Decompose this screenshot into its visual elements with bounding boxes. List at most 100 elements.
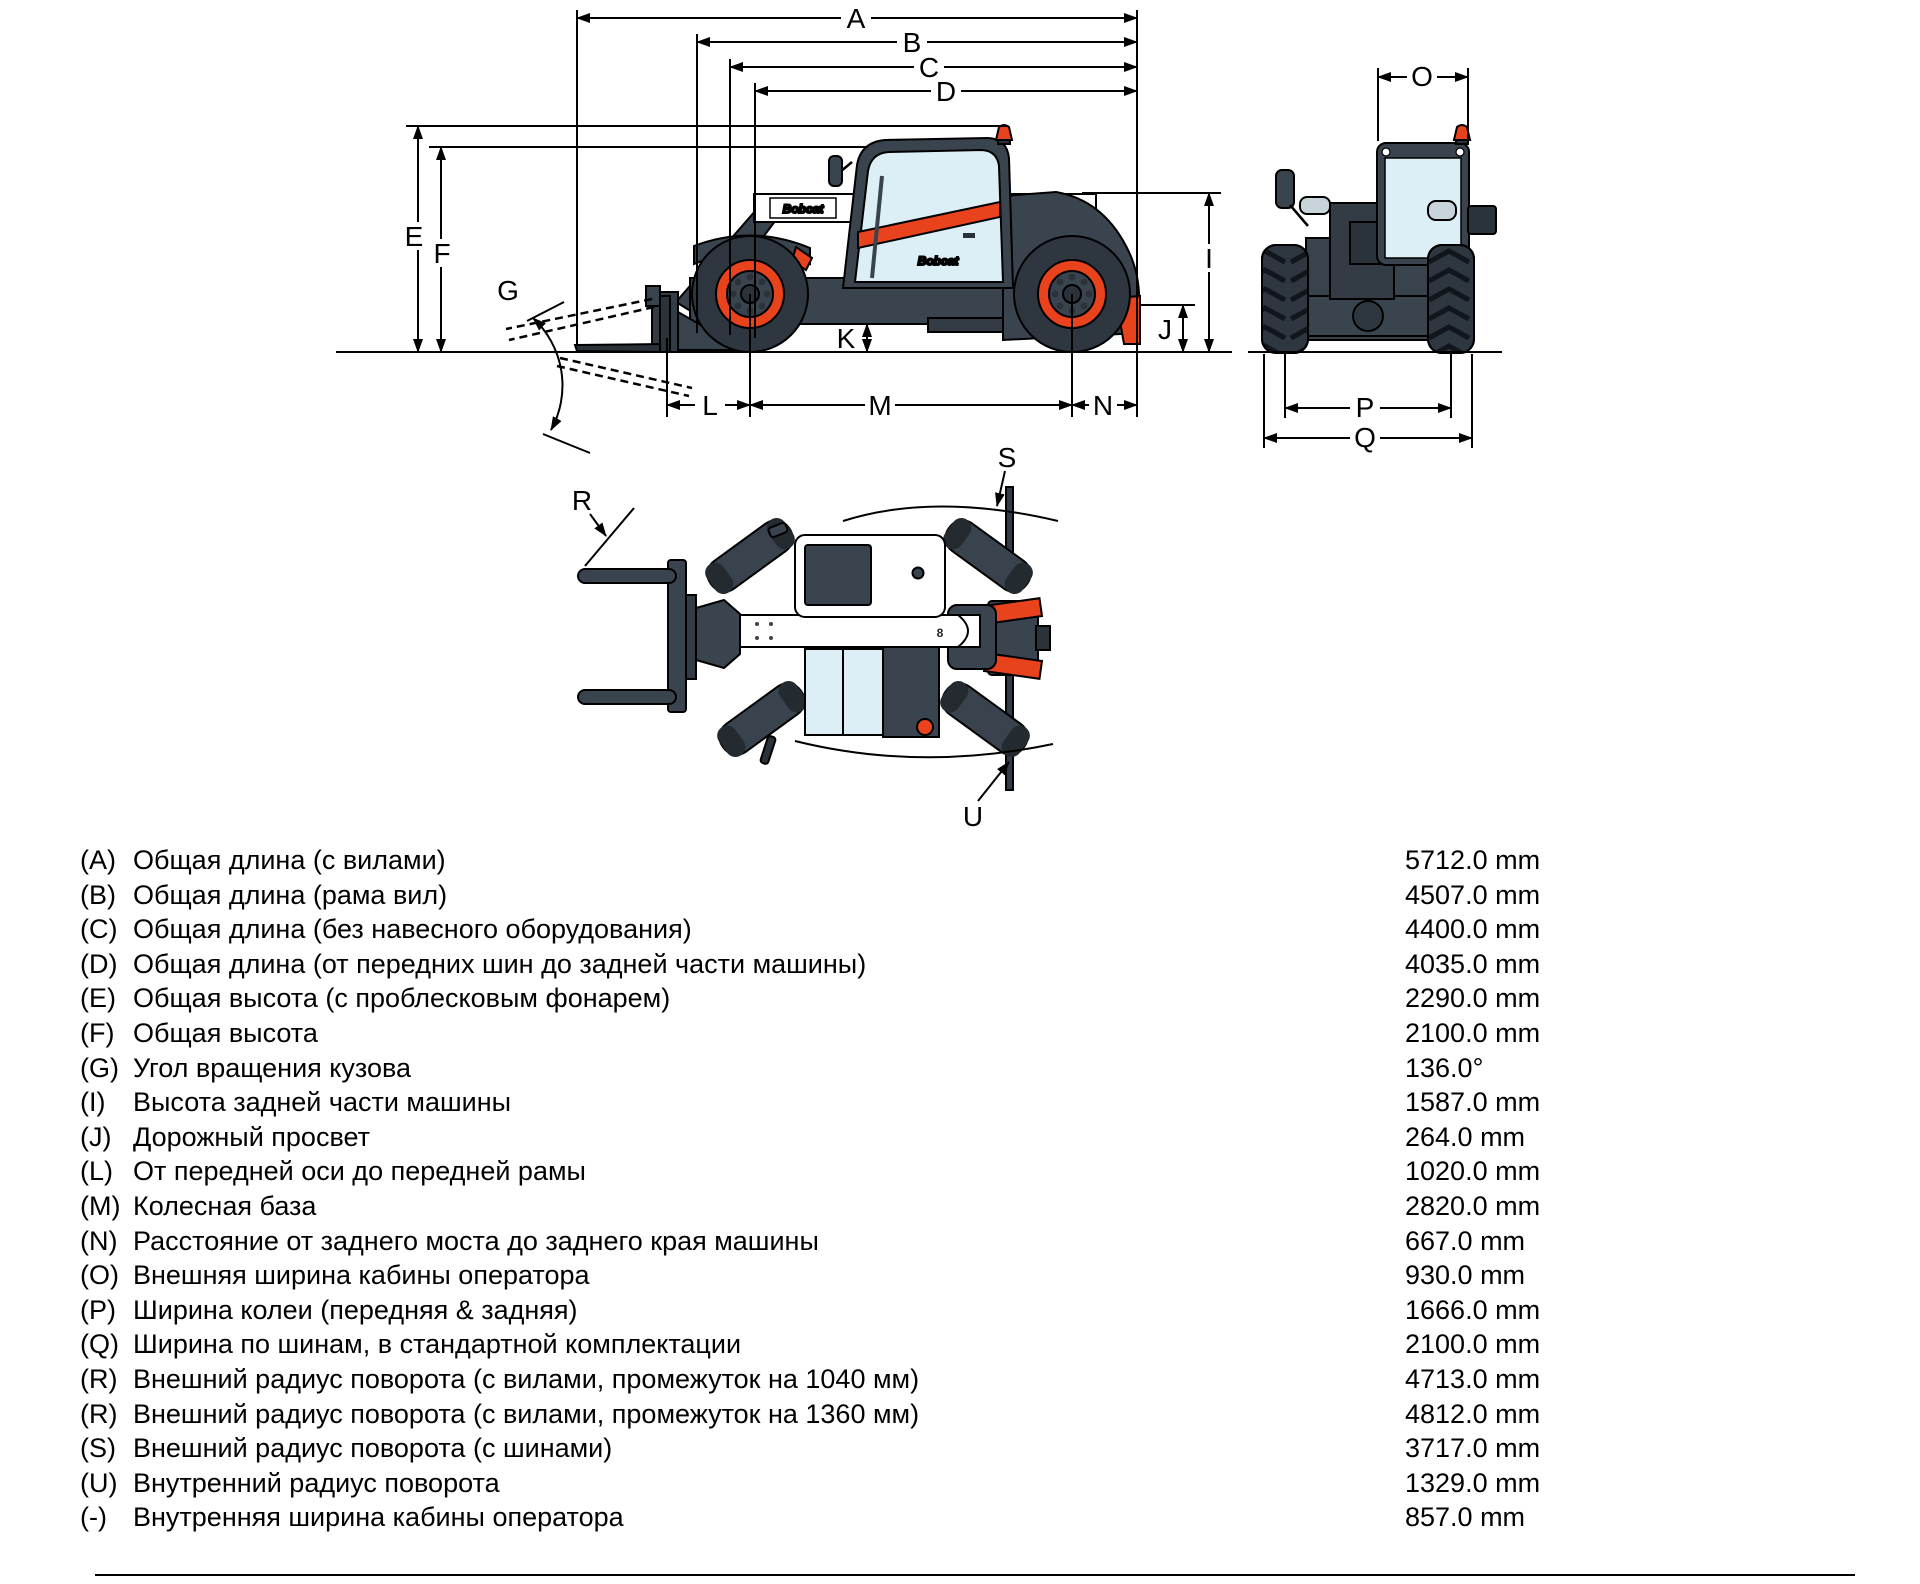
dim-label-G: G	[497, 275, 519, 306]
spec-value: 1020.0 mm	[1405, 1156, 1541, 1187]
spec-label: Внешний радиус поворота (с вилами, проме…	[133, 1398, 920, 1429]
dim-label-A: A	[847, 3, 866, 34]
spec-row: (B) Общая длина (рама вил) 4507.0 mm	[80, 878, 1860, 913]
top-view-vehicle: 8	[577, 486, 1051, 791]
spec-row: (R) Внешний радиус поворота (с вилами, п…	[80, 1362, 1860, 1397]
rear-view-vehicle	[1261, 124, 1497, 354]
spec-label: Внешний радиус поворота (с вилами, проме…	[133, 1363, 920, 1394]
spec-table: (A) Общая длина (с вилами) 5712.0 mm (B)…	[80, 843, 1860, 1535]
spec-row: (P) Ширина колеи (передняя & задняя) 166…	[80, 1293, 1860, 1328]
boom-bobcat-logo: Bobcat	[783, 202, 825, 216]
top-fork-1	[577, 568, 677, 584]
spec-key: (O)	[80, 1260, 119, 1291]
dim-label-M: M	[868, 390, 891, 421]
spec-key: (M)	[80, 1190, 121, 1221]
spec-row: (-) Внутренняя ширина кабины оператора 8…	[80, 1500, 1860, 1535]
spec-value: 136.0°	[1405, 1052, 1484, 1083]
spec-key: (N)	[80, 1225, 118, 1256]
spec-label: От передней оси до передней рамы	[133, 1156, 586, 1187]
cab-side: Bobcat	[841, 136, 1015, 289]
dimension-lines	[336, 10, 1502, 802]
spec-label: Общая длина (от передних шин до задней ч…	[133, 948, 867, 979]
door-red-stripe	[857, 200, 1001, 250]
spec-value: 2290.0 mm	[1405, 983, 1541, 1014]
spec-key: (F)	[80, 1017, 115, 1048]
side-view-vehicle: Bobcat	[573, 124, 1141, 354]
spec-label: Общая высота	[133, 1017, 318, 1048]
spec-key: (L)	[80, 1156, 113, 1187]
spec-key: (R)	[80, 1363, 118, 1394]
spec-key: (E)	[80, 983, 116, 1014]
top-wheel-front-right	[717, 681, 807, 757]
spec-label: Внешняя ширина кабины оператора	[133, 1260, 590, 1291]
spec-label: Дорожный просвет	[133, 1121, 370, 1152]
spec-key: (U)	[80, 1467, 118, 1498]
dim-label-I: I	[1205, 243, 1213, 274]
spec-label: Общая длина (рама вил)	[133, 879, 448, 910]
spec-key: (C)	[80, 914, 118, 945]
dimension-labels: A B C D E F G I J K L M N O P Q R S U	[399, 3, 1437, 832]
spec-value: 2100.0 mm	[1405, 1017, 1541, 1048]
spec-value: 857.0 mm	[1405, 1502, 1526, 1533]
dim-label-P: P	[1356, 392, 1375, 423]
spec-label: Общая длина (с вилами)	[133, 845, 446, 875]
spec-row: (L) От передней оси до передней рамы 102…	[80, 1154, 1860, 1189]
spec-key: (R)	[80, 1398, 118, 1429]
top-wheel-rear-left	[943, 518, 1033, 594]
spec-key: (G)	[80, 1052, 119, 1083]
spec-row: (O) Внешняя ширина кабины оператора 930.…	[80, 1258, 1860, 1293]
spec-label: Ширина по шинам, в стандартной комплекта…	[133, 1329, 742, 1360]
spec-value: 264.0 mm	[1405, 1121, 1526, 1152]
spec-value: 3717.0 mm	[1405, 1433, 1541, 1464]
door-bobcat-logo: Bobcat	[918, 254, 960, 268]
top-fork-2	[577, 689, 677, 705]
spec-key: (J)	[80, 1121, 112, 1152]
spec-key: (P)	[80, 1294, 116, 1325]
spec-value: 4400.0 mm	[1405, 914, 1541, 945]
spec-value: 667.0 mm	[1405, 1225, 1526, 1256]
dim-label-N: N	[1093, 390, 1113, 421]
spec-key: (B)	[80, 879, 116, 910]
dim-label-K: K	[837, 323, 856, 354]
spec-value: 4035.0 mm	[1405, 948, 1541, 979]
spec-label: Общая высота (с проблесковым фонарем)	[133, 983, 671, 1014]
spec-row: (E) Общая высота (с проблесковым фонарем…	[80, 981, 1860, 1016]
spec-row: (F) Общая высота 2100.0 mm	[80, 1016, 1860, 1051]
spec-label: Высота задней части машины	[133, 1087, 512, 1118]
spec-value: 4812.0 mm	[1405, 1398, 1541, 1429]
spec-value: 5712.0 mm	[1405, 845, 1541, 875]
spec-label: Расстояние от заднего моста до заднего к…	[133, 1225, 819, 1256]
dim-label-Q: Q	[1354, 422, 1376, 453]
spec-value: 1329.0 mm	[1405, 1467, 1541, 1498]
spec-row: (A) Общая длина (с вилами) 5712.0 mm	[80, 843, 1860, 878]
spec-label: Угол вращения кузова	[133, 1052, 412, 1083]
spec-row: (Q) Ширина по шинам, в стандартной компл…	[80, 1327, 1860, 1362]
spec-row: (N) Расстояние от заднего моста до задне…	[80, 1224, 1860, 1259]
spec-row: (D) Общая длина (от передних шин до задн…	[80, 947, 1860, 982]
top-wheel-rear-right	[940, 681, 1030, 757]
top-red-cap	[916, 718, 934, 736]
spec-label: Внутренний радиус поворота	[133, 1467, 500, 1498]
dim-label-U: U	[963, 801, 983, 832]
spec-value: 2100.0 mm	[1405, 1329, 1541, 1360]
dim-label-D: D	[936, 76, 956, 107]
spec-value: 1666.0 mm	[1405, 1294, 1541, 1325]
spec-label: Колесная база	[133, 1190, 317, 1221]
dim-label-J: J	[1158, 314, 1172, 345]
spec-label: Внутренняя ширина кабины оператора	[133, 1502, 624, 1533]
dimension-diagram: Bobcat	[336, 3, 1502, 832]
spec-row: (M) Колесная база 2820.0 mm	[80, 1189, 1860, 1224]
fork-rotation-angle	[505, 297, 693, 454]
dim-label-L: L	[702, 390, 718, 421]
spec-value: 4507.0 mm	[1405, 879, 1541, 910]
svg-text:8: 8	[937, 626, 944, 640]
spec-value: 2820.0 mm	[1405, 1190, 1541, 1221]
dim-label-F: F	[433, 238, 450, 269]
dim-label-B: B	[903, 27, 922, 58]
dim-label-C: C	[919, 52, 939, 83]
spec-key: (D)	[80, 948, 118, 979]
spec-key: (I)	[80, 1087, 106, 1118]
spec-label: Внешний радиус поворота (с шинами)	[133, 1433, 613, 1464]
bottom-rule	[95, 1574, 1855, 1576]
spec-row: (G) Угол вращения кузова 136.0°	[80, 1051, 1860, 1086]
